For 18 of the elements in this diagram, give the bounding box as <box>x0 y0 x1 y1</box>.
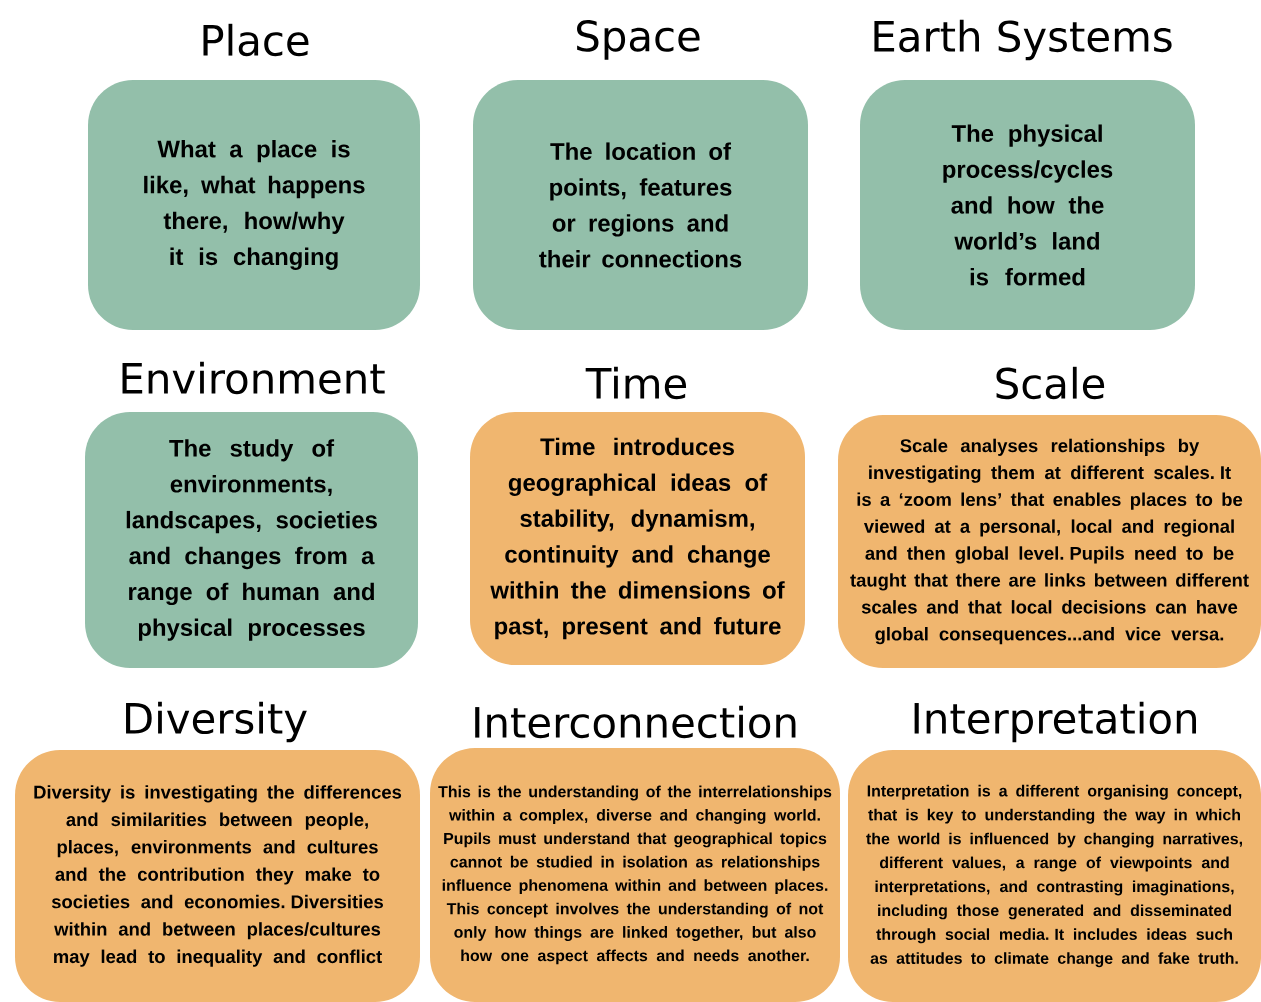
concept-box: Interpretation is a different organising concept, that is key to understanding the way in which the world is influenced by changing narratives, different values, a range of viewpoints and interpretations, and contrasting imaginations, including those generated and disseminated through social media. It includes ideas such as attitudes to climate change and fake truth. <box>848 750 1261 1002</box>
concept-box: The physical process/cycles and how the world’s land is formed <box>860 80 1195 330</box>
concept-box: Scale analyses relationships by investigating them at different scales. It is a ‘zoom lens’ that enables places to be viewed at a personal, local and regional and then global level. Pupils need to be taught that there are links between different scales and that local decisions can have global consequences...and vice versa. <box>838 415 1261 668</box>
concept-box: Time introduces geographical ideas of stability, dynamism, continuity and change within the dimensions of past, present and future <box>470 412 805 665</box>
heading: Diversity <box>126 701 307 743</box>
concept-box: The location of points, features or regions and their connections <box>473 80 808 330</box>
concept-box: This is the understanding of the interrelationships within a complex, diverse and changing world. Pupils must understand that geographical topics cannot be studied in isolation as relationships influence phenomena within and between places. This concept involves the understanding of not only how things are linked together, but also how one aspect affects and needs another. <box>430 748 840 1002</box>
heading: Earth Systems <box>874 19 1172 61</box>
heading: Place <box>203 23 309 57</box>
concept-box: Diversity is investigating the differences and similarities between people, places, environments and cultures and the contribution they make to societies and economies. Diversities within and between places/cultures may lead to inequality and conflict <box>15 750 420 1002</box>
heading: Scale <box>996 366 1105 400</box>
concept-box: The study of environments, landscapes, societies and changes from a range of human and physical processes <box>85 412 418 668</box>
heading: Interconnection <box>475 705 796 739</box>
concept-box: What a place is like, what happens there, how/why it is changing <box>88 80 420 330</box>
heading: Interpretation <box>914 701 1196 743</box>
heading: Environment <box>122 361 385 395</box>
heading: Space <box>577 20 700 60</box>
heading: Time <box>585 366 686 400</box>
